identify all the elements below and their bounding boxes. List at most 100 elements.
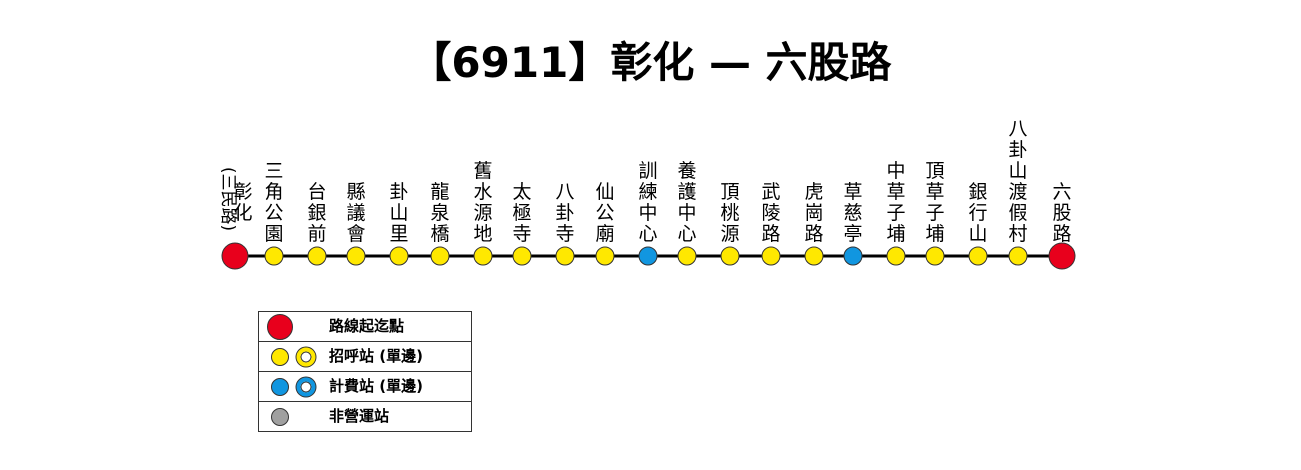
legend-marker (271, 347, 289, 366)
stop-label: 渡 (1008, 181, 1027, 203)
flag-stop-marker (677, 246, 697, 266)
legend-cell: 招呼站 (單邊) (258, 341, 472, 372)
legend-row-content: 路線起迄點 (259, 312, 471, 341)
stop-label: 中 (638, 202, 657, 224)
legend-row: 計費站 (單邊) (258, 371, 472, 402)
stop-label: 慈 (843, 202, 862, 224)
stop-label: 路 (804, 223, 823, 245)
legend-cell: 計費站 (單邊) (258, 371, 472, 402)
stop-label: 泉 (430, 202, 449, 224)
stop-label: 水 (473, 181, 492, 203)
legend-cell: 路線起迄點 (258, 311, 472, 342)
flag-stop-marker (761, 246, 781, 266)
terminal-stop-marker (1048, 242, 1076, 270)
flag-stop-marker (307, 246, 327, 266)
stop-label: 心 (677, 223, 696, 245)
legend-marker (271, 407, 289, 426)
stop-label: 舊 (473, 160, 492, 182)
flag-stop-marker (925, 246, 945, 266)
stop-label: 中 (677, 202, 696, 224)
stop-label: 龍 (430, 181, 449, 203)
stop-label: 卦 (555, 202, 574, 224)
flag-stop-marker (389, 246, 409, 266)
flag-stop-marker (264, 246, 284, 266)
stop-label: 埔 (925, 223, 944, 245)
legend-ring-marker (296, 347, 316, 366)
legend-row: 招呼站 (單邊) (258, 341, 472, 372)
stop-label: 化 (233, 202, 252, 224)
stop-label: 廟 (595, 223, 614, 245)
stop-label: 埔 (886, 223, 905, 245)
stop-label: 山 (1008, 160, 1027, 182)
flag-stop-marker (346, 246, 366, 266)
stop-label: 公 (264, 202, 283, 224)
stop-label: 地 (473, 223, 492, 245)
stop-label: 仙 (595, 181, 614, 203)
legend-row: 路線起迄點 (258, 311, 472, 342)
flag-stop-marker (512, 246, 532, 266)
stop-label: 太 (512, 181, 531, 203)
stop-label: 心 (638, 223, 657, 245)
fare-stop-marker (638, 246, 658, 266)
stop-label: 銀 (968, 181, 987, 203)
stop-label: 訓 (638, 160, 657, 182)
legend-row-content: 計費站 (單邊) (259, 372, 471, 401)
stop-label: 八 (1008, 118, 1027, 140)
stop-label: 彰 (233, 181, 252, 203)
stop-label: 三 (264, 160, 283, 182)
stop-label: 里 (389, 223, 408, 245)
stop-label: 議 (346, 202, 365, 224)
legend-row-content: 非營運站 (259, 402, 471, 431)
flag-stop-marker (473, 246, 493, 266)
stop-label: 護 (677, 181, 696, 203)
stop-label: 村 (1008, 223, 1027, 245)
stop-label: 假 (1008, 202, 1027, 224)
flag-stop-marker (886, 246, 906, 266)
stop-label: 山 (968, 223, 987, 245)
stop-label: 養 (677, 160, 696, 182)
stop-label: 子 (886, 202, 905, 224)
flag-stop-marker (555, 246, 575, 266)
stop-label: 陵 (761, 202, 780, 224)
stop-label: 路 (1052, 223, 1071, 245)
stop-label: 園 (264, 223, 283, 245)
legend-label: 非營運站 (329, 407, 390, 425)
legend-marker (271, 377, 289, 396)
stop-label: 草 (843, 181, 862, 203)
legend-ring-marker (296, 377, 316, 396)
stop-label: 亭 (843, 223, 862, 245)
flag-stop-marker (1008, 246, 1028, 266)
stop-label: 子 (925, 202, 944, 224)
flag-stop-marker (804, 246, 824, 266)
terminal-stop-marker (221, 242, 249, 270)
legend-row-content: 招呼站 (單邊) (259, 342, 471, 371)
legend-row: 非營運站 (258, 401, 472, 432)
legend-cell: 非營運站 (258, 401, 472, 432)
flag-stop-marker (430, 246, 450, 266)
stop-label: 崗 (804, 202, 823, 224)
stop-label: 山 (389, 202, 408, 224)
route-diagram: 彰化(三民路)三角公園台銀前縣議會卦山里龍泉橋舊水源地太極寺八卦寺仙公廟訓練中心… (218, 118, 1076, 270)
legend-label: 路線起迄點 (329, 317, 405, 335)
stop-label: 頂 (720, 181, 739, 203)
stop-label: 頂 (925, 160, 944, 182)
flag-stop-marker (968, 246, 988, 266)
flag-stop-marker (720, 246, 740, 266)
stop-label: 會 (346, 223, 365, 245)
legend-label: 計費站 (單邊) (329, 377, 423, 395)
stop-label: 公 (595, 202, 614, 224)
stop-label: 中 (886, 160, 905, 182)
stop-label: 台 (307, 181, 326, 203)
stop-sublabel: (三民路) (218, 167, 238, 231)
stop-label: 前 (307, 223, 326, 245)
fare-stop-marker (843, 246, 863, 266)
stop-label: 草 (925, 181, 944, 203)
stop-label: 桃 (720, 202, 739, 224)
stop-label: 橋 (430, 223, 449, 245)
stop-label: 源 (720, 223, 739, 245)
legend-marker (267, 313, 293, 340)
stop-label: 卦 (389, 181, 408, 203)
stop-label: 行 (968, 202, 987, 224)
stop-label: 縣 (346, 181, 365, 203)
stop-label: 路 (761, 223, 780, 245)
